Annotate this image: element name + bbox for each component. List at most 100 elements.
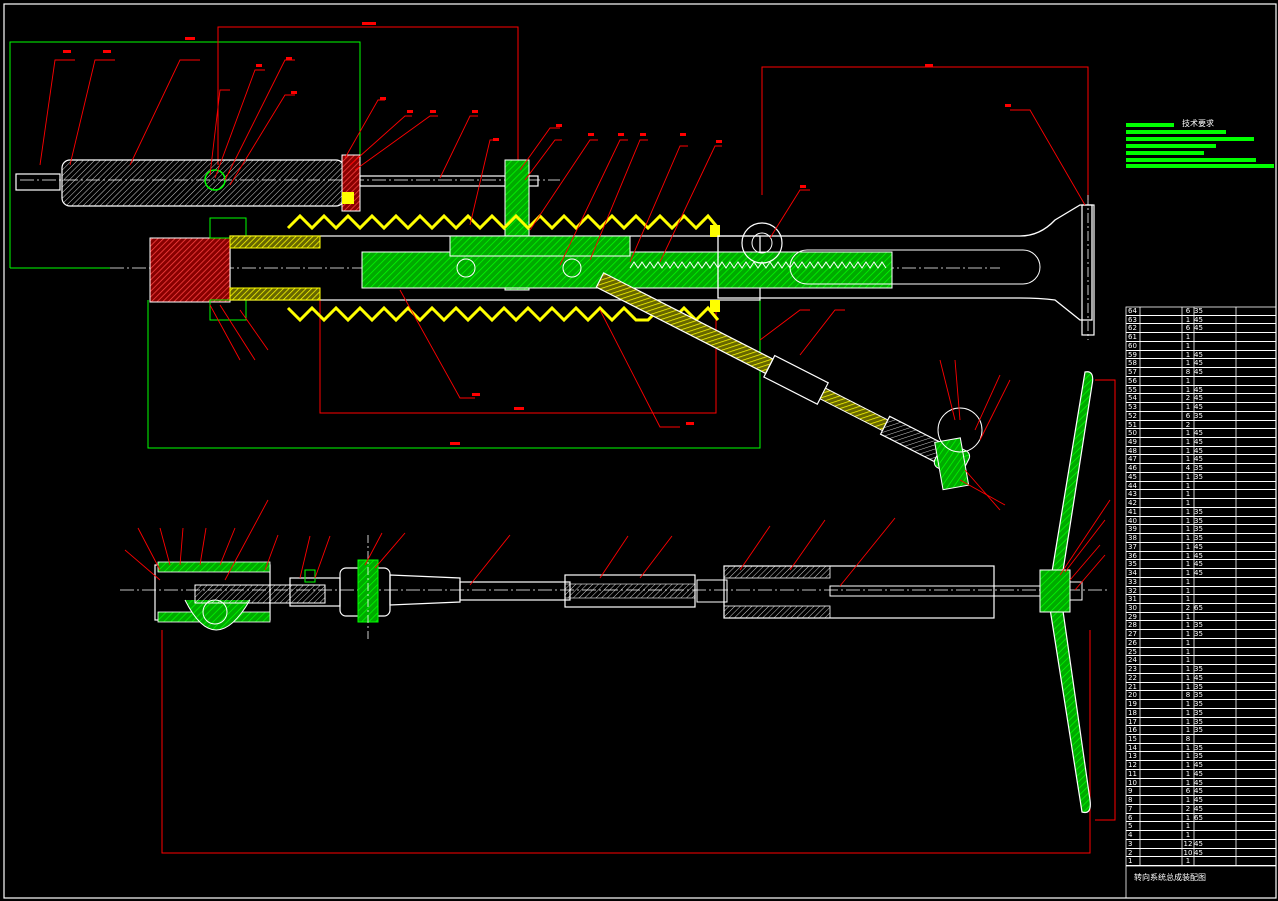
bom-item-material: 35 xyxy=(1194,726,1203,735)
bom-item-material: 35 xyxy=(1194,700,1203,709)
bom-item-material: 45 xyxy=(1194,542,1203,551)
bom-item-qty: 1 xyxy=(1185,700,1191,709)
bom-item-no: 34 xyxy=(1128,569,1137,578)
column-inner-shaft xyxy=(829,585,1041,597)
tech-line xyxy=(1126,137,1254,141)
bom-item-no: 39 xyxy=(1128,525,1137,534)
bom-item-qty: 1 xyxy=(1185,665,1191,674)
bom-item-qty: 1 xyxy=(1185,455,1191,464)
bom-item-material: 45 xyxy=(1194,403,1203,412)
bom-item-qty: 1 xyxy=(1185,761,1191,770)
bom-item-qty: 6 xyxy=(1185,787,1191,796)
bom-item-no: 20 xyxy=(1128,691,1137,700)
bom-item-no: 29 xyxy=(1128,612,1137,621)
bom-item-no: 43 xyxy=(1128,490,1137,499)
bom-item-material: 65 xyxy=(1194,603,1203,612)
bom-item-no: 2 xyxy=(1128,848,1133,857)
bom-item-qty: 1 xyxy=(1185,341,1191,350)
left-yellow-sleeve-bottom xyxy=(229,287,321,301)
rack-teeth xyxy=(629,261,887,269)
bom-item-no: 42 xyxy=(1128,499,1137,508)
bom-item-no: 45 xyxy=(1128,472,1137,481)
bom-item-no: 50 xyxy=(1128,429,1137,438)
bom-item-qty: 1 xyxy=(1185,682,1191,691)
bom-item-no: 49 xyxy=(1128,438,1137,447)
bom-item-qty: 1 xyxy=(1185,359,1191,368)
bom-item-qty: 1 xyxy=(1185,438,1191,447)
rack-green xyxy=(361,251,893,289)
bom-item-qty: 1 xyxy=(1185,472,1191,481)
leader-lines-lower xyxy=(124,499,1111,591)
bom-item-no: 54 xyxy=(1128,394,1137,403)
bom-item-material: 35 xyxy=(1194,464,1203,473)
bom-item-material: 45 xyxy=(1194,787,1203,796)
bom-item-no: 21 xyxy=(1128,682,1137,691)
bom-item-qty: 1 xyxy=(1185,569,1191,578)
bom-item-qty: 1 xyxy=(1185,752,1191,761)
bom-item-material: 35 xyxy=(1194,630,1203,639)
bom-item-no: 59 xyxy=(1128,350,1137,359)
bom-item-material: 65 xyxy=(1194,813,1203,822)
bom-item-material: 35 xyxy=(1194,682,1203,691)
bom-item-no: 41 xyxy=(1128,507,1137,516)
bom-item-no: 46 xyxy=(1128,464,1137,473)
gear-center xyxy=(202,599,228,625)
bom-item-qty: 1 xyxy=(1185,507,1191,516)
arm-slot xyxy=(789,249,1041,285)
bom-item-material: 35 xyxy=(1194,691,1203,700)
bom-item-qty: 1 xyxy=(1185,577,1191,586)
bom-item-no: 64 xyxy=(1128,307,1137,315)
tie-rod-end-left xyxy=(15,173,61,191)
bom-item-qty: 1 xyxy=(1185,778,1191,787)
bom-item-no: 1 xyxy=(1128,857,1133,866)
piston-green xyxy=(449,235,631,257)
bom-item-qty: 1 xyxy=(1185,743,1191,752)
bom-item-qty: 10 xyxy=(1183,848,1193,857)
bom-item-no: 53 xyxy=(1128,403,1137,412)
bom-item-no: 40 xyxy=(1128,516,1137,525)
tech-requirements-title: 技术要求 xyxy=(1182,119,1214,128)
bom-item-no: 24 xyxy=(1128,656,1137,665)
bom-item-no: 23 xyxy=(1128,665,1137,674)
bom-item-material: 35 xyxy=(1194,307,1203,315)
dim-frame-red-3 xyxy=(761,66,1089,200)
bom-row: 24 1 xyxy=(1126,656,1276,666)
bom-item-qty: 1 xyxy=(1185,656,1191,665)
bom-item-no: 25 xyxy=(1128,647,1137,656)
pinion-gear xyxy=(741,222,783,264)
tech-line xyxy=(1126,151,1204,155)
bom-item-qty: 1 xyxy=(1185,429,1191,438)
left-yellow-sleeve-top xyxy=(229,235,321,249)
tie-rod-shaft xyxy=(359,175,539,187)
tech-line xyxy=(1126,158,1256,162)
bom-item-no: 62 xyxy=(1128,324,1137,333)
bom-item-qty: 1 xyxy=(1185,621,1191,630)
bom-item-qty: 1 xyxy=(1185,333,1191,342)
bom-item-qty: 1 xyxy=(1185,717,1191,726)
bom-item-no: 28 xyxy=(1128,621,1137,630)
bom-item-qty: 8 xyxy=(1185,734,1191,743)
dim-frame-red-1 xyxy=(217,26,519,170)
bom-item-no: 7 xyxy=(1128,804,1133,813)
bom-item-material: 45 xyxy=(1194,429,1203,438)
